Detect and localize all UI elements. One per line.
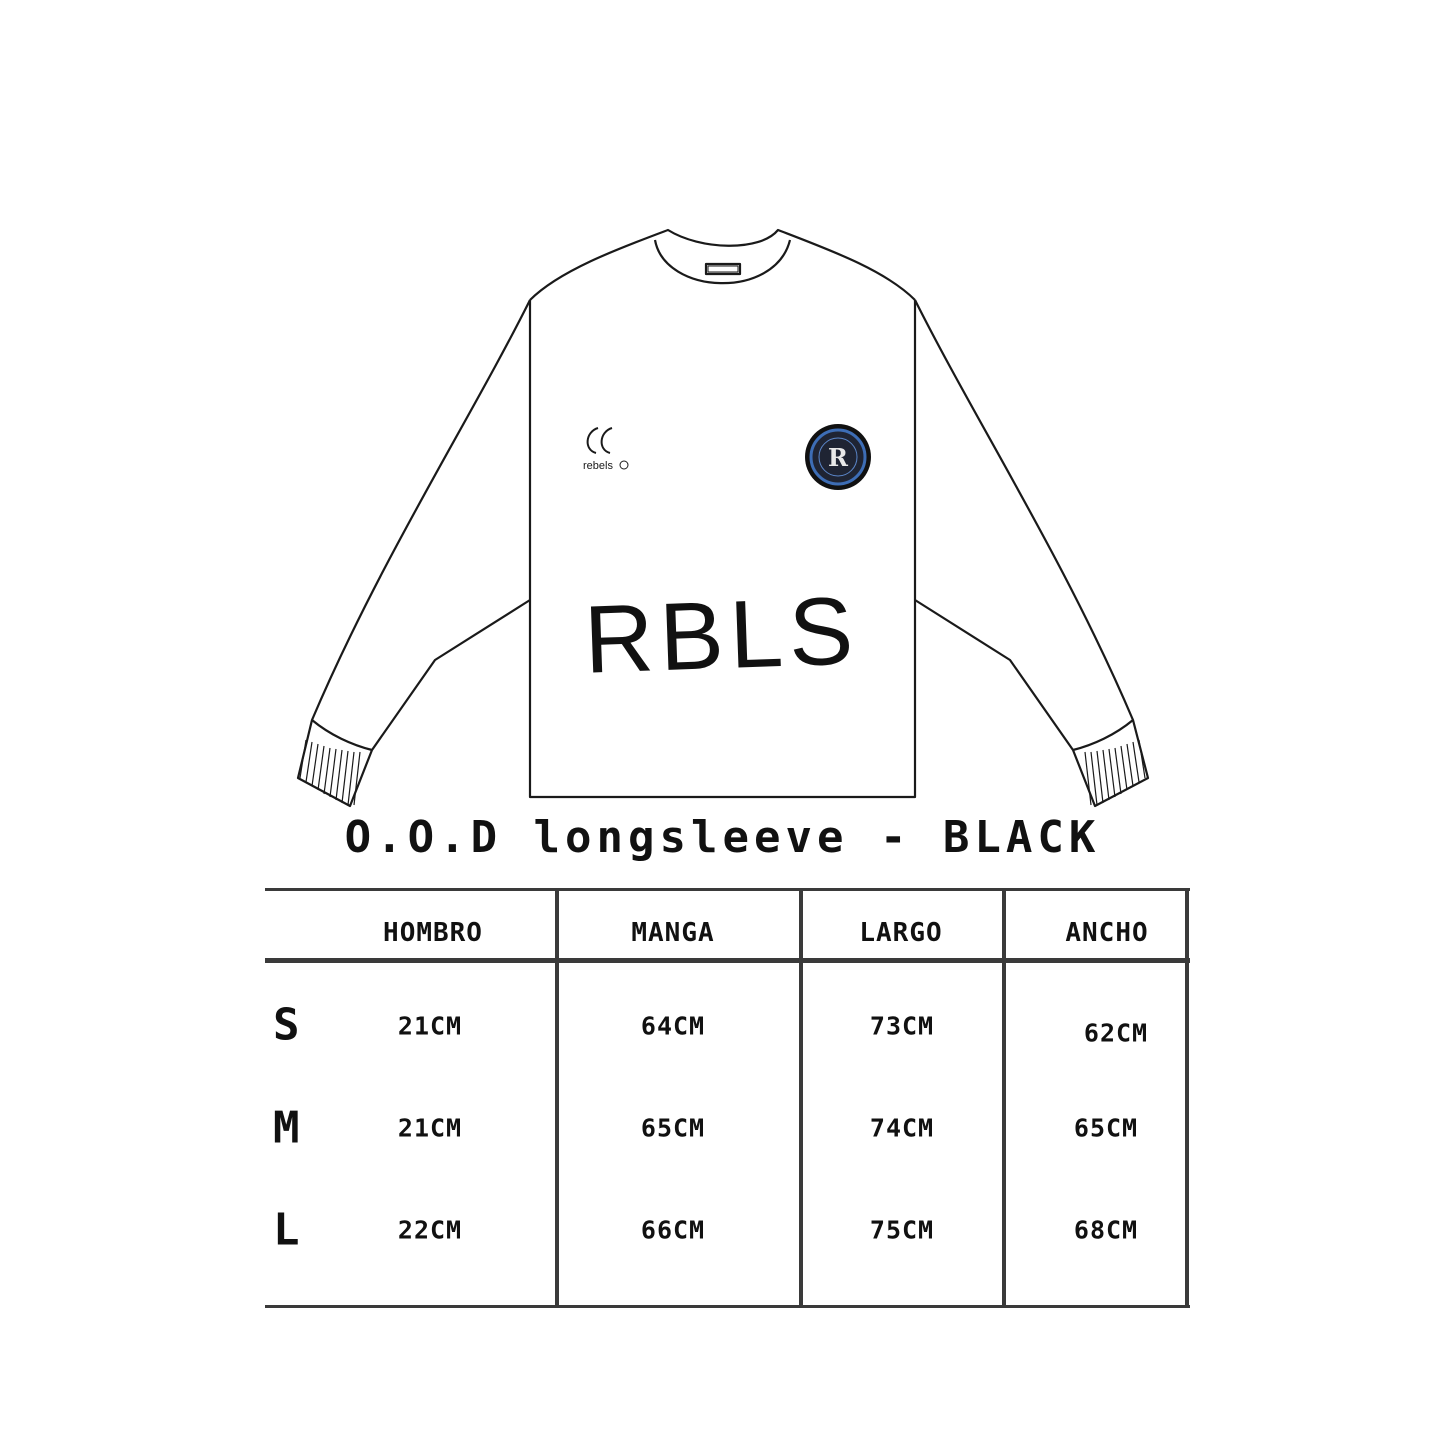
column-divider — [799, 888, 803, 1308]
left-sleeve-outline — [296, 299, 531, 808]
right-sleeve-outline — [914, 299, 1150, 808]
table-top-border — [265, 888, 1190, 891]
table-cell: 68CM — [1073, 1215, 1139, 1245]
header-largo: LARGO — [859, 918, 943, 948]
table-cell: 64CM — [640, 1011, 706, 1041]
size-table: HOMBRO MANGA LARGO ANCHO S 21CM 64CM 73C… — [265, 888, 1190, 1308]
header-hombro: HOMBRO — [383, 918, 483, 948]
rebels-logo-icon: rebels — [583, 427, 629, 472]
table-cell: 73CM — [869, 1011, 935, 1041]
column-divider — [1002, 888, 1006, 1308]
table-cell: 66CM — [640, 1215, 706, 1245]
product-title: O.O.D longsleeve - BLACK — [344, 812, 1101, 863]
chest-print: RBLS — [582, 577, 860, 694]
table-cell: 62CM — [1083, 1018, 1149, 1048]
table-bottom-border — [265, 1305, 1190, 1308]
table-cell: 75CM — [869, 1215, 935, 1245]
header-divider — [265, 958, 1190, 963]
table-cell: 65CM — [1073, 1113, 1139, 1143]
logo-text: rebels — [583, 460, 613, 472]
right-cuff — [1072, 719, 1134, 752]
shoulder-outline — [529, 228, 916, 301]
column-divider — [1185, 888, 1189, 1308]
column-divider — [555, 888, 559, 1308]
header-ancho: ANCHO — [1065, 918, 1149, 948]
table-cell: 65CM — [640, 1113, 706, 1143]
table-cell: 21CM — [397, 1011, 463, 1041]
header-manga: MANGA — [631, 918, 715, 948]
body-outline — [528, 300, 917, 799]
size-label-l: L — [273, 1204, 300, 1256]
neck-label — [704, 262, 742, 276]
size-label-s: S — [273, 999, 300, 1051]
longsleeve-illustration: rebels R RBLS — [296, 228, 1150, 808]
size-label-m: M — [273, 1102, 300, 1154]
club-badge-icon: R — [805, 424, 871, 490]
left-cuff — [311, 719, 373, 752]
table-cell: 22CM — [397, 1215, 463, 1245]
collar-rib — [653, 239, 792, 285]
table-cell: 21CM — [397, 1113, 463, 1143]
table-cell: 74CM — [869, 1113, 935, 1143]
badge-letter: R — [828, 443, 849, 472]
